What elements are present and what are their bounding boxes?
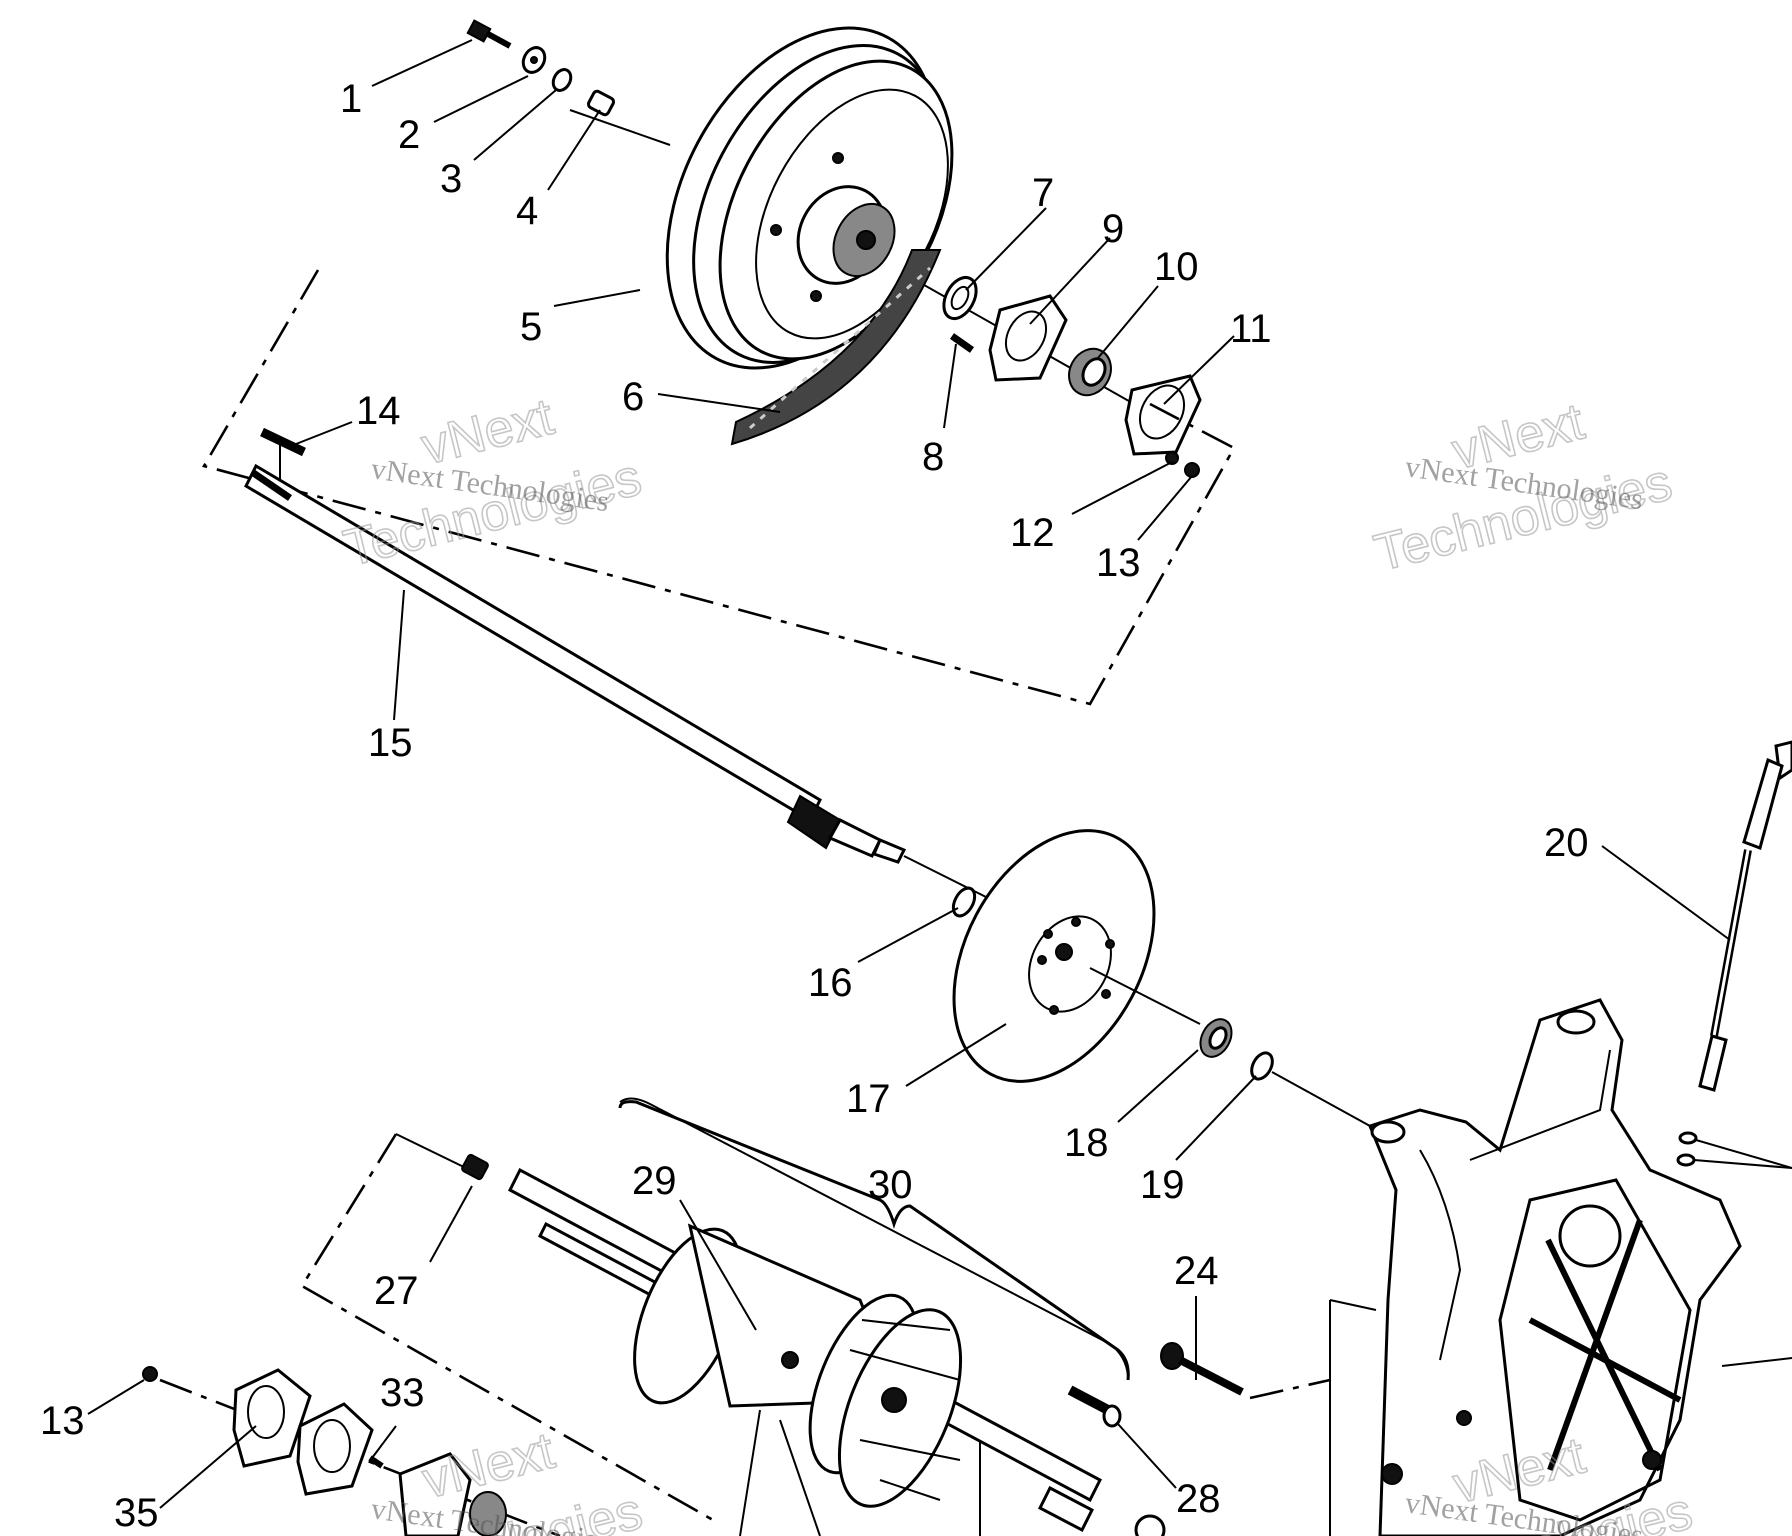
callout-28: 28 [1176,1477,1221,1521]
group-brace [618,1100,1130,1381]
callout-19: 19 [1140,1163,1185,1207]
brake-disc-assembly [951,829,1371,1127]
callout-8: 8 [922,435,944,479]
assembly-boundary [202,269,1236,706]
drive-belt-strip [730,249,942,446]
brake-cable [1676,740,1792,1367]
callout-6: 6 [622,375,644,419]
lower-bearing-flanges [142,1366,561,1536]
callout-13-bottom: 13 [40,1399,85,1443]
callout-labels: 1 2 3 4 5 6 7 8 9 10 11 12 13 14 15 16 1… [40,77,1589,1535]
callout-18: 18 [1064,1121,1109,1165]
callout-15: 15 [368,721,413,765]
main-shaft [244,427,1001,905]
right-bearing-stack [942,275,1202,478]
callout-11: 11 [1230,307,1272,351]
callout-7: 7 [1032,171,1054,215]
callout-20: 20 [1544,821,1589,865]
callout-14: 14 [356,389,401,433]
callout-2: 2 [398,113,420,157]
callout-5: 5 [520,305,542,349]
housing-bolt [1160,1342,1331,1400]
callout-13-top: 13 [1096,541,1141,585]
callout-33: 33 [380,1371,425,1415]
callout-1: 1 [340,77,362,121]
callout-16: 16 [808,961,853,1005]
callout-12: 12 [1010,511,1055,555]
callout-30: 30 [868,1163,913,1207]
callout-17: 17 [846,1077,891,1121]
pulley-assembly [569,26,1181,446]
callout-27: 27 [374,1269,419,1313]
chaincase-housing [1329,998,1742,1536]
callout-9: 9 [1102,207,1124,251]
callout-29: 29 [632,1159,677,1203]
bolt-washer-spacer-set [466,19,616,117]
callout-4: 4 [516,189,538,233]
callout-35: 35 [114,1491,159,1535]
callout-3: 3 [440,157,462,201]
callout-24: 24 [1174,1249,1219,1293]
leader-lines [87,39,1731,1509]
drive-sprocket-assembly [300,1097,1166,1536]
callout-10: 10 [1154,245,1199,289]
